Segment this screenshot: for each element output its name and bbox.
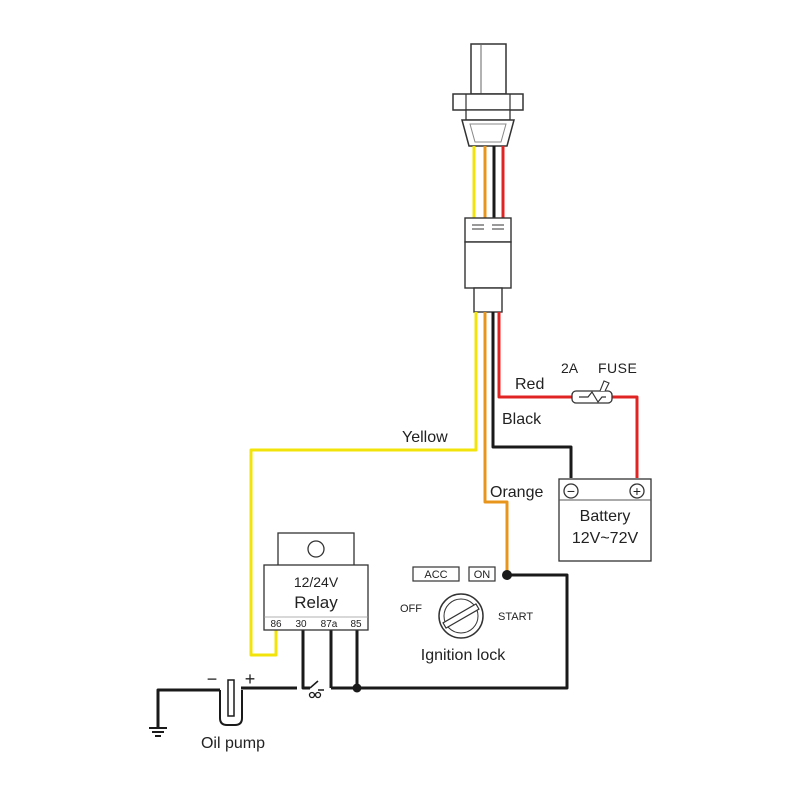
fuse-tab <box>599 380 610 392</box>
connector-top-sleeve <box>464 217 512 243</box>
battery-neg-terminal <box>563 483 579 499</box>
ignition-title: Ignition lock <box>421 647 506 664</box>
label-red: Red <box>515 376 544 393</box>
battery-pos-terminal <box>629 483 645 499</box>
relay-mount-hole <box>307 540 325 558</box>
ground-icon <box>149 727 167 737</box>
wire-ignition-return <box>357 573 569 690</box>
ignition-on-label: ON <box>474 569 491 581</box>
wire-red-out <box>612 395 639 478</box>
ignition-acc-label: ACC <box>424 569 447 581</box>
sensor-body <box>461 119 515 147</box>
sensor-collar <box>465 109 511 121</box>
relay-pin-86: 86 <box>270 619 282 630</box>
sensor-probe <box>470 43 507 95</box>
oil-pump-neg: − <box>207 669 218 689</box>
wire-ground <box>156 688 220 727</box>
relay-body <box>263 564 369 631</box>
battery-pos-symbol: + <box>633 483 641 499</box>
fuse-rating: 2A <box>561 360 579 376</box>
fuse-body <box>571 390 613 404</box>
battery-voltage: 12V~72V <box>572 530 639 547</box>
oil-pump-pos: + <box>245 669 256 689</box>
junction-dot-relay <box>352 683 362 693</box>
sensor <box>452 43 524 147</box>
fuse-element <box>579 390 606 404</box>
connector-neck <box>473 287 503 313</box>
wire-pin-30 <box>301 630 310 690</box>
relay-pin-30: 30 <box>295 619 307 630</box>
oil-pump: − + Oil pump <box>201 669 265 752</box>
ignition-key-barrel-inner <box>443 598 479 634</box>
wire-red-in <box>497 312 572 399</box>
label-orange: Orange <box>490 484 543 501</box>
wire-yellow <box>249 312 478 657</box>
battery-neg-symbol: − <box>567 483 575 499</box>
fuse: 2A FUSE <box>561 360 637 404</box>
relay-pin-85: 85 <box>350 619 362 630</box>
oil-pump-core <box>227 679 235 717</box>
junction-dot-ignition <box>502 570 512 580</box>
relay-title: Relay <box>294 593 338 612</box>
wire-orange <box>483 312 509 575</box>
ignition-key-slot <box>442 603 480 629</box>
wire-black <box>491 312 573 478</box>
pump-switch-symbol <box>308 680 324 699</box>
sensor-wires <box>472 146 505 220</box>
ignition-acc-box <box>412 566 460 582</box>
label-yellow: Yellow <box>402 429 448 446</box>
connector <box>464 217 512 313</box>
connector-body <box>464 241 512 289</box>
relay: 12/24V Relay 86 30 87a 85 <box>263 532 369 631</box>
ignition-lock: ACC ON OFF START Ignition lock <box>400 566 533 664</box>
oil-pump-title: Oil pump <box>201 735 265 752</box>
sensor-nut <box>452 93 524 111</box>
label-black: Black <box>502 411 542 428</box>
battery: − + Battery 12V~72V <box>558 478 652 562</box>
ignition-off-label: OFF <box>400 603 422 615</box>
fuse-label: FUSE <box>598 360 637 376</box>
relay-voltage: 12/24V <box>294 574 339 590</box>
sensor-body-inner <box>469 123 507 143</box>
ignition-on-box <box>468 566 496 582</box>
battery-title: Battery <box>580 508 631 525</box>
relay-pin-87a: 87a <box>321 619 338 630</box>
ignition-start-label: START <box>498 611 533 623</box>
